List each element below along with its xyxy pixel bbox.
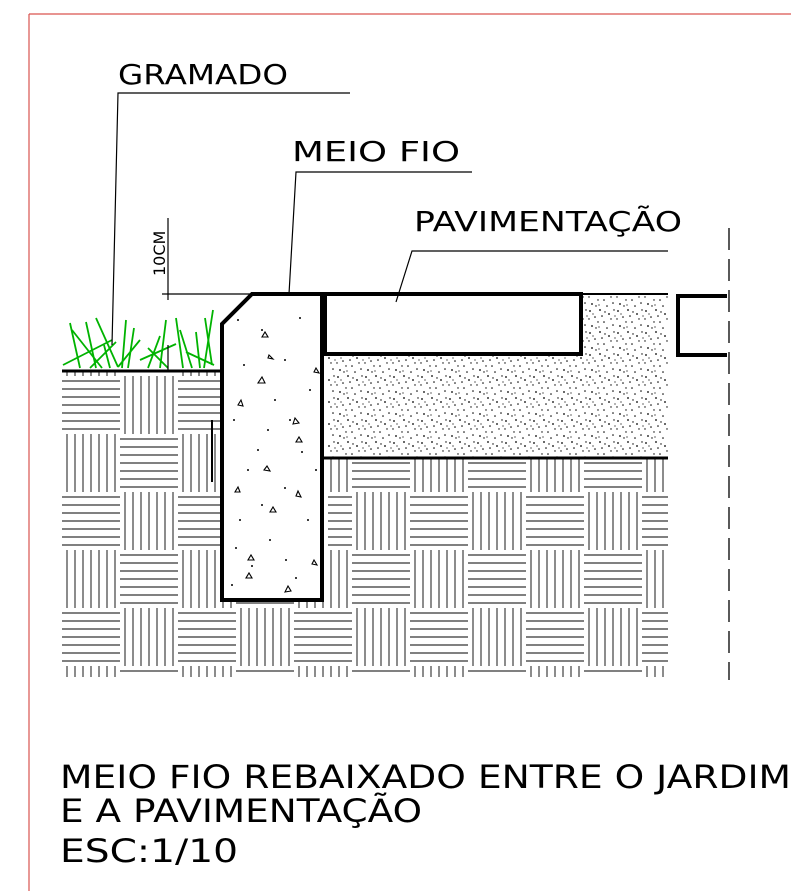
caption-title-line2: E A PAVIMENTAÇÃO: [60, 792, 422, 830]
leader-gramado: [111, 92, 350, 346]
caption-scale: ESC:1/10: [60, 832, 238, 870]
grass-symbol: [62, 309, 215, 369]
curb-concrete: [220, 292, 324, 602]
dimension-label: 10CM: [150, 231, 169, 276]
sand-bed: [323, 292, 668, 458]
dimension-10cm: [162, 218, 252, 372]
adjacent-paving-block: [676, 294, 727, 357]
label-meio-fio: MEIO FIO: [292, 135, 460, 168]
caption-title-line1: MEIO FIO REBAIXADO ENTRE O JARDIM: [60, 758, 791, 796]
label-gramado: GRAMADO: [118, 58, 288, 91]
paving-block: [323, 292, 583, 356]
leaders: [111, 92, 668, 346]
label-pavimentacao: PAVIMENTAÇÃO: [414, 205, 682, 238]
leader-pavimentacao: [395, 250, 668, 303]
soil-hatch: [62, 372, 668, 677]
leader-meio-fio: [288, 171, 472, 295]
